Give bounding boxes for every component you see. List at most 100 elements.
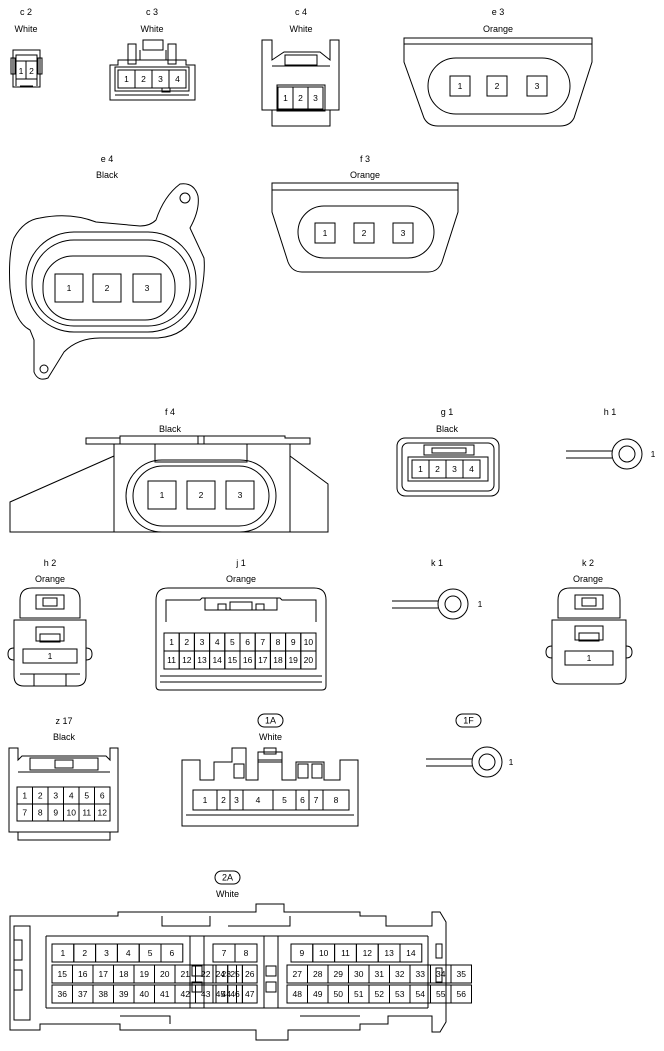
pin-c2A-46: 46	[230, 989, 240, 999]
pin-c2A-48: 48	[293, 989, 303, 999]
pin-c2A-34: 34	[436, 969, 446, 979]
pin-c1A-5: 5	[282, 795, 287, 805]
connector-c2: c 2 White 1 2	[10, 7, 43, 88]
pin-c2A-10: 10	[319, 948, 329, 958]
connector-e4-color: Black	[96, 170, 119, 180]
connector-c2-code: c 2	[20, 7, 32, 17]
pin-c2A-52: 52	[375, 989, 385, 999]
pin-k2-1: 1	[587, 653, 592, 663]
pin-cell	[234, 943, 258, 963]
pin-z17-11: 11	[82, 808, 91, 818]
pin-j1-6: 6	[245, 637, 250, 647]
connector-f3: f 3 Orange 1 2 3	[271, 154, 459, 273]
pin-c2A-9: 9	[300, 948, 305, 958]
pin-c2A-18: 18	[119, 969, 129, 979]
pin-c2A-20: 20	[160, 969, 170, 979]
pin-z17-9: 9	[53, 808, 58, 818]
pin-c1A-8: 8	[334, 795, 339, 805]
pin-c2A-45: 45	[216, 989, 226, 999]
connector-j1-color: Orange	[226, 574, 256, 584]
pin-j1-1: 1	[169, 637, 174, 647]
pin-z17-1: 1	[22, 791, 27, 801]
pin-c2A-50: 50	[334, 989, 344, 999]
pin-j1-5: 5	[230, 637, 235, 647]
pin-j1-19: 19	[288, 655, 298, 665]
pin-c2A-37: 37	[78, 989, 88, 999]
pin-j1-18: 18	[273, 655, 283, 665]
pin-c2A-24: 24	[216, 969, 226, 979]
pin-c2A-16: 16	[78, 969, 88, 979]
connector-g1-color: Black	[436, 424, 459, 434]
connector-2A-color: White	[216, 889, 239, 899]
pin-c2A-23: 23	[222, 969, 232, 979]
pin-f3-2: 2	[362, 228, 367, 238]
connector-f4: f 4 Black 1 2 3	[9, 407, 329, 533]
pin-cell	[399, 943, 423, 963]
connector-c4: c 4 White 1 2 3	[261, 7, 340, 127]
pin-g1-2: 2	[435, 464, 440, 474]
pin-cell	[322, 789, 350, 811]
connector-z17-code: z 17	[55, 716, 72, 726]
pin-j1-15: 15	[228, 655, 238, 665]
pin-h2-1: 1	[48, 651, 53, 661]
connector-c3-color: White	[140, 24, 163, 34]
connector-c3-code: c 3	[146, 7, 158, 17]
pin-e4-1: 1	[67, 283, 72, 293]
pin-c4-3: 3	[313, 93, 318, 103]
pin-g1-3: 3	[452, 464, 457, 474]
connector-h1-code: h 1	[604, 407, 617, 417]
pin-c2A-29: 29	[334, 969, 344, 979]
pin-c2A-32: 32	[395, 969, 405, 979]
pin-j1-8: 8	[276, 637, 281, 647]
pin-c2A-11: 11	[341, 948, 350, 958]
pin-j1-12: 12	[182, 655, 192, 665]
connector-h2: h 2 Orange 1	[7, 558, 93, 687]
pin-c2A-21: 21	[181, 969, 191, 979]
connector-1F-badge	[455, 713, 482, 728]
pin-j1-7: 7	[260, 637, 265, 647]
pin-c2A-4: 4	[126, 948, 131, 958]
connector-1F-code: 1F	[463, 716, 474, 726]
pin-c2A-15: 15	[58, 969, 68, 979]
pin-c2A-42: 42	[181, 989, 191, 999]
pin-c2A-30: 30	[354, 969, 364, 979]
pin-c2A-3: 3	[104, 948, 109, 958]
pin-j1-11: 11	[167, 655, 176, 665]
connector-e3-code: e 3	[492, 7, 505, 17]
pin-j1-17: 17	[258, 655, 268, 665]
connector-c3: c 3 White 1 2 3 4	[109, 7, 196, 101]
pin-cell	[160, 943, 184, 963]
pin-c2A-55: 55	[436, 989, 446, 999]
pin-c3-1: 1	[124, 74, 129, 84]
pin-c3-4: 4	[175, 74, 180, 84]
pin-c2A-41: 41	[160, 989, 170, 999]
pin-z17-3: 3	[53, 791, 58, 801]
connector-g1-code: g 1	[441, 407, 454, 417]
pin-e4-3: 3	[145, 283, 150, 293]
pin-j1-2: 2	[184, 637, 189, 647]
pin-c2A-35: 35	[457, 969, 467, 979]
pin-cell	[94, 803, 111, 822]
pin-z17-2: 2	[38, 791, 43, 801]
pin-c2A-12: 12	[363, 948, 373, 958]
pin-c4-2: 2	[298, 93, 303, 103]
pin-e4-2: 2	[105, 283, 110, 293]
pin-f4-3: 3	[238, 490, 243, 500]
connector-1A-color: White	[259, 732, 282, 742]
connector-c2-color: White	[14, 24, 37, 34]
pin-h1-1: 1	[651, 449, 656, 459]
pin-j1-4: 4	[215, 637, 220, 647]
pin-z17-6: 6	[100, 791, 105, 801]
connector-f3-color: Orange	[350, 170, 380, 180]
connector-e3: e 3 Orange 1 2 3	[403, 7, 593, 127]
connector-e4-code: e 4	[101, 154, 114, 164]
connector-c4-code: c 4	[295, 7, 307, 17]
connector-f4-color: Black	[159, 424, 182, 434]
pin-c1A-6: 6	[300, 795, 305, 805]
pin-c1A-4: 4	[256, 795, 261, 805]
pin-c2A-39: 39	[119, 989, 129, 999]
